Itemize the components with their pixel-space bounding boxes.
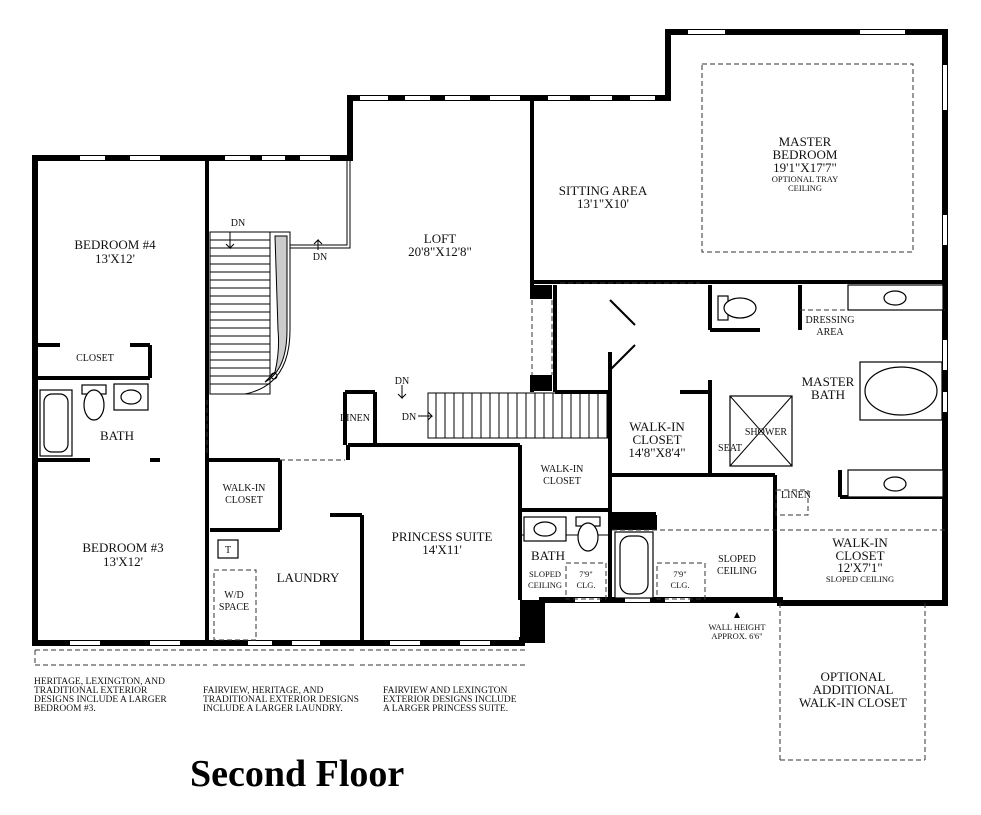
princess-name: PRINCESS SUITE bbox=[392, 529, 493, 544]
wall-height-marker bbox=[734, 612, 740, 618]
linen2-label: LINEN bbox=[781, 490, 811, 501]
optional-closet-line1: OPTIONAL bbox=[821, 669, 886, 684]
dashed-lines bbox=[34, 63, 945, 761]
sitting-dim: 13'1"X10' bbox=[577, 196, 629, 211]
note1-line1: HERITAGE, LEXINGTON, AND bbox=[34, 677, 165, 687]
walkin-small-line2: CLOSET bbox=[835, 548, 884, 563]
dressing-line2: AREA bbox=[816, 327, 844, 338]
wall-height-line1: WALL HEIGHT bbox=[708, 622, 766, 632]
sloped-ceiling-2-line1: SLOPED bbox=[718, 554, 756, 565]
clg-2-line2: CLG. bbox=[670, 580, 689, 590]
master-bed-line1: MASTER bbox=[779, 134, 832, 149]
bedroom3-name: BEDROOM #3 bbox=[82, 540, 163, 555]
sitting-name: SITTING AREA bbox=[559, 183, 648, 198]
bedroom3-dim: 13'X12' bbox=[103, 554, 143, 569]
clg-2-line1: 7'9" bbox=[673, 569, 687, 579]
wall-height-line2: APPROX. 6'6" bbox=[711, 631, 762, 641]
walkin-ps-line2: CLOSET bbox=[543, 476, 581, 487]
dn-label-2: DN bbox=[313, 252, 327, 263]
note1-line3: DESIGNS INCLUDE A LARGER bbox=[34, 695, 167, 705]
dressing-line1: DRESSING bbox=[806, 315, 855, 326]
princess-dim: 14'X11' bbox=[422, 542, 462, 557]
walkin-small-line1: WALK-IN bbox=[832, 535, 888, 550]
master-bath-line1: MASTER bbox=[802, 374, 855, 389]
sloped-ceiling-1-line1: SLOPED bbox=[529, 569, 561, 579]
walkin-b3-line1: WALK-IN bbox=[223, 483, 266, 494]
walkin-ps-line1: WALK-IN bbox=[541, 464, 584, 475]
bath1-label: BATH bbox=[100, 428, 134, 443]
note3-line1: FAIRVIEW AND LEXINGTON bbox=[383, 686, 507, 696]
wd-space-line2: SPACE bbox=[219, 602, 249, 613]
note2-line2: TRADITIONAL EXTERIOR DESIGNS bbox=[203, 695, 359, 705]
bath2-label: BATH bbox=[531, 548, 565, 563]
stairs bbox=[209, 158, 609, 439]
seat-label: SEAT bbox=[718, 443, 742, 454]
loft-name: LOFT bbox=[424, 231, 457, 246]
optional-closet-line3: WALK-IN CLOSET bbox=[799, 695, 907, 710]
linen1-label: LINEN bbox=[340, 413, 370, 424]
labels: BEDROOM #4 13'X12' CLOSET BATH BEDROOM #… bbox=[74, 134, 907, 710]
closet-b4-label: CLOSET bbox=[76, 353, 114, 364]
interior-walls bbox=[38, 95, 945, 643]
laundry-label: LAUNDRY bbox=[277, 570, 340, 585]
note1-line4: BEDROOM #3. bbox=[34, 704, 96, 714]
walkin-master-dim: 14'8"X8'4" bbox=[628, 445, 685, 460]
arrows bbox=[225, 232, 740, 618]
shower-label: SHOWER bbox=[745, 427, 788, 438]
clg-1-line1: 7'9" bbox=[579, 569, 593, 579]
bedroom4-name: BEDROOM #4 bbox=[74, 237, 156, 252]
master-bath-line2: BATH bbox=[811, 387, 845, 402]
master-bed-dim: 19'1"X17'7" bbox=[773, 160, 837, 175]
note3-line3: A LARGER PRINCESS SUITE. bbox=[383, 704, 508, 714]
clg-1-line2: CLG. bbox=[576, 580, 595, 590]
loft-dim: 20'8"X12'8" bbox=[408, 244, 472, 259]
wd-space-line1: W/D bbox=[224, 590, 243, 601]
note1-line2: TRADITIONAL EXTERIOR bbox=[34, 686, 148, 696]
master-bed-note2: CEILING bbox=[788, 183, 822, 193]
t-mark: T bbox=[225, 545, 231, 556]
sloped-ceiling-1-line2: CEILING bbox=[528, 580, 562, 590]
walkin-small-note: SLOPED CEILING bbox=[826, 574, 894, 584]
walkin-b3-line2: CLOSET bbox=[225, 495, 263, 506]
bedroom4-dim: 13'X12' bbox=[95, 251, 135, 266]
note3-line2: EXTERIOR DESIGNS INCLUDE bbox=[383, 695, 517, 705]
exterior-walls bbox=[32, 29, 948, 646]
note2-line1: FAIRVIEW, HERITAGE, AND bbox=[203, 686, 324, 696]
design-notes: HERITAGE, LEXINGTON, AND TRADITIONAL EXT… bbox=[34, 677, 517, 714]
dn-label-4: DN bbox=[402, 412, 416, 423]
dn-label-1: DN bbox=[231, 218, 245, 229]
master-bed-note1: OPTIONAL TRAY bbox=[772, 174, 839, 184]
sloped-ceiling-2-line2: CEILING bbox=[717, 566, 757, 577]
note2-line3: INCLUDE A LARGER LAUNDRY. bbox=[203, 704, 343, 714]
dn-label-3: DN bbox=[395, 376, 409, 387]
walkin-small-dim: 12'X7'1" bbox=[837, 560, 882, 575]
optional-closet-line2: ADDITIONAL bbox=[813, 682, 894, 697]
walkin-master-line2: CLOSET bbox=[632, 432, 681, 447]
walkin-master-line1: WALK-IN bbox=[629, 419, 685, 434]
fixtures bbox=[39, 284, 944, 599]
master-bed-line2: BEDROOM bbox=[772, 147, 837, 162]
floor-title: Second Floor bbox=[190, 753, 404, 795]
